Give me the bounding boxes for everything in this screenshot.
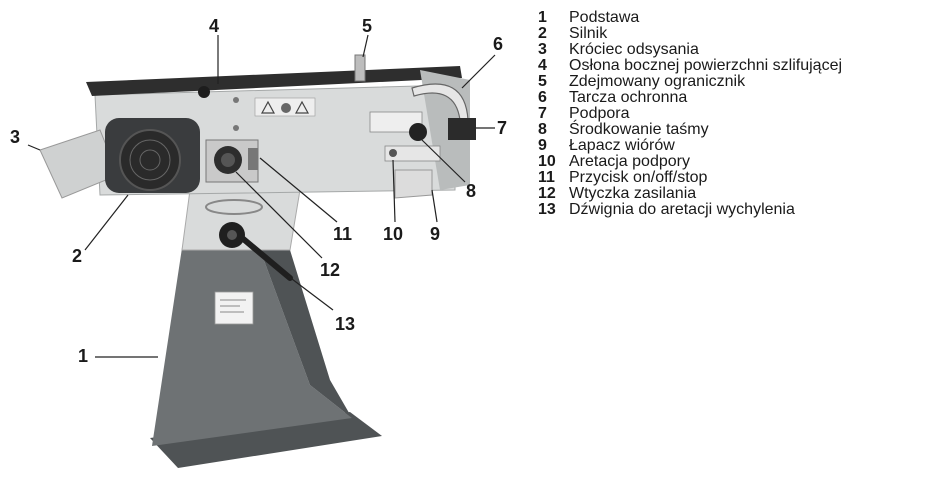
legend-number: 7 <box>538 105 547 122</box>
chip-catcher <box>394 169 433 199</box>
callout-3: 3 <box>10 127 20 147</box>
callout-5: 5 <box>362 16 372 36</box>
callout-7: 7 <box>497 118 507 138</box>
legend-number: 10 <box>538 153 556 170</box>
screw <box>198 86 210 98</box>
tilt-scale <box>205 199 263 215</box>
legend-text: Osłona bocznej powierzchni szlifującej <box>569 57 843 74</box>
legend-number: 12 <box>538 185 556 202</box>
callout-8: 8 <box>466 181 476 201</box>
belt-top <box>86 66 462 96</box>
tilt-lock-lever <box>219 222 293 281</box>
legend-text: Podpora <box>569 105 630 122</box>
tracking-plate <box>369 111 423 133</box>
legend-text: Tarcza ochronna <box>569 89 688 106</box>
legend-text: Przycisk on/off/stop <box>569 169 708 186</box>
belt-grinder-illustration: 1 2 3 4 5 6 7 8 9 10 11 12 13 <box>10 16 507 468</box>
base-label-plate <box>214 291 254 325</box>
parts-legend: 1 Podstawa 2 Silnik 3 Króciec odsysania 4 Os… <box>538 10 950 218</box>
base-front-face <box>152 244 352 446</box>
legend-item: 3 Króciec odsysania <box>538 42 950 58</box>
callout-11: 11 <box>333 224 352 244</box>
legend-item: 7 Podpora <box>538 106 950 122</box>
legend-number: 6 <box>538 89 547 106</box>
legend-item: 9 Łapacz wiórów <box>538 138 950 154</box>
leader-lines <box>27 34 496 358</box>
base-plate <box>150 412 382 468</box>
legend-number: 3 <box>538 41 547 58</box>
legend-text: Dźwignia do aretacji wychylenia <box>569 201 795 218</box>
legend-item: 5 Zdejmowany ogranicznik <box>538 74 950 90</box>
legend-item: 1 Podstawa <box>538 10 950 26</box>
base-side-face <box>258 244 352 418</box>
legend-text: Łapacz wiórów <box>569 137 675 154</box>
callout-12: 12 <box>320 260 340 280</box>
legend-number: 1 <box>538 9 547 26</box>
tracking-knob <box>409 123 427 141</box>
callout-1: 1 <box>78 346 88 366</box>
legend-item: 6 Tarcza ochronna <box>538 90 950 106</box>
removable-stop <box>354 54 366 82</box>
legend-text: Wtyczka zasilania <box>569 185 697 202</box>
legend-number: 11 <box>538 169 555 186</box>
legend-item: 12 Wtyczka zasilania <box>538 186 950 202</box>
legend-text: Środkowanie taśmy <box>569 121 709 138</box>
legend-number: 5 <box>538 73 547 90</box>
callout-9: 9 <box>430 224 440 244</box>
callout-6: 6 <box>493 34 503 54</box>
callout-2: 2 <box>72 246 82 266</box>
motor-fan <box>119 129 181 191</box>
motor <box>105 118 200 193</box>
legend-text: Aretacja podpory <box>569 153 690 170</box>
legend-number: 2 <box>538 25 547 42</box>
legend-number: 8 <box>538 121 547 138</box>
legend-number: 9 <box>538 137 547 154</box>
legend-item: 8 Środkowanie taśmy <box>538 122 950 138</box>
work-support <box>448 118 476 140</box>
legend-item: 4 Osłona bocznej powierzchni szlifującej <box>538 58 950 74</box>
legend-item: 11 Przycisk on/off/stop <box>538 170 950 186</box>
legend-number: 4 <box>538 57 547 74</box>
legend-text: Zdejmowany ogranicznik <box>569 73 746 90</box>
legend-text: Silnik <box>569 25 608 42</box>
callout-10: 10 <box>383 224 403 244</box>
base <box>150 244 382 468</box>
legend-item: 13 Dźwignia do aretacji wychylenia <box>538 202 950 218</box>
legend-item: 10 Aretacja podpory <box>538 154 950 170</box>
legend-item: 2 Silnik <box>538 26 950 42</box>
support-lock <box>384 145 441 162</box>
callout-4: 4 <box>209 16 219 36</box>
legend-text: Króciec odsysania <box>569 41 699 58</box>
legend-number: 13 <box>538 201 556 218</box>
callout-13: 13 <box>335 314 355 334</box>
legend-text: Podstawa <box>569 9 640 26</box>
